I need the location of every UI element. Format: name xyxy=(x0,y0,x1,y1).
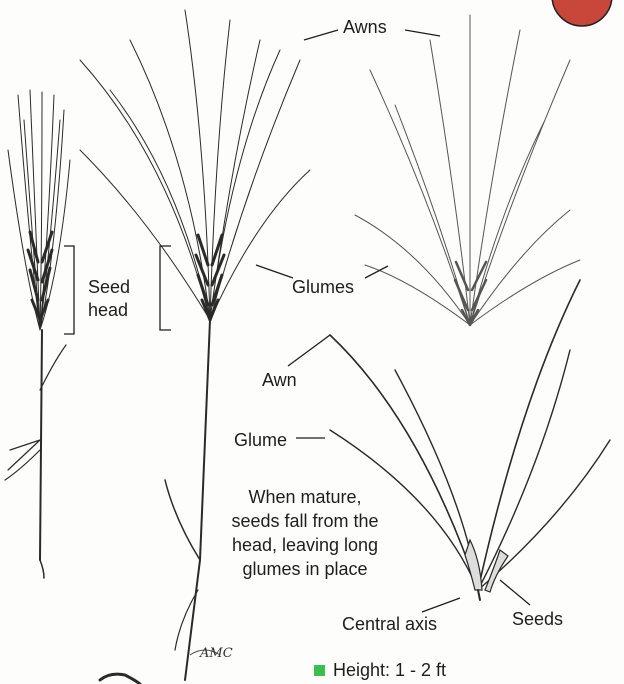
seed-head-label-line2: head xyxy=(88,299,128,321)
square-bullet-icon xyxy=(314,665,325,676)
artist-signature: AMC xyxy=(200,646,233,661)
glume-label: Glume xyxy=(234,429,287,451)
small-plant xyxy=(5,90,140,684)
maturity-note: When mature, seeds fall from the head, l… xyxy=(210,485,400,581)
mature-seed-head xyxy=(355,15,580,325)
awn-label: Awn xyxy=(262,369,297,391)
corner-badge-icon xyxy=(552,0,612,26)
height-info: Height: 1 - 2 ft xyxy=(333,659,446,681)
glumes-label: Glumes xyxy=(292,276,354,298)
seed-head-label-line1: Seed xyxy=(88,276,130,298)
awns-label: Awns xyxy=(343,16,387,38)
central-axis-label: Central axis xyxy=(342,613,437,635)
seeds-label: Seeds xyxy=(512,608,563,630)
